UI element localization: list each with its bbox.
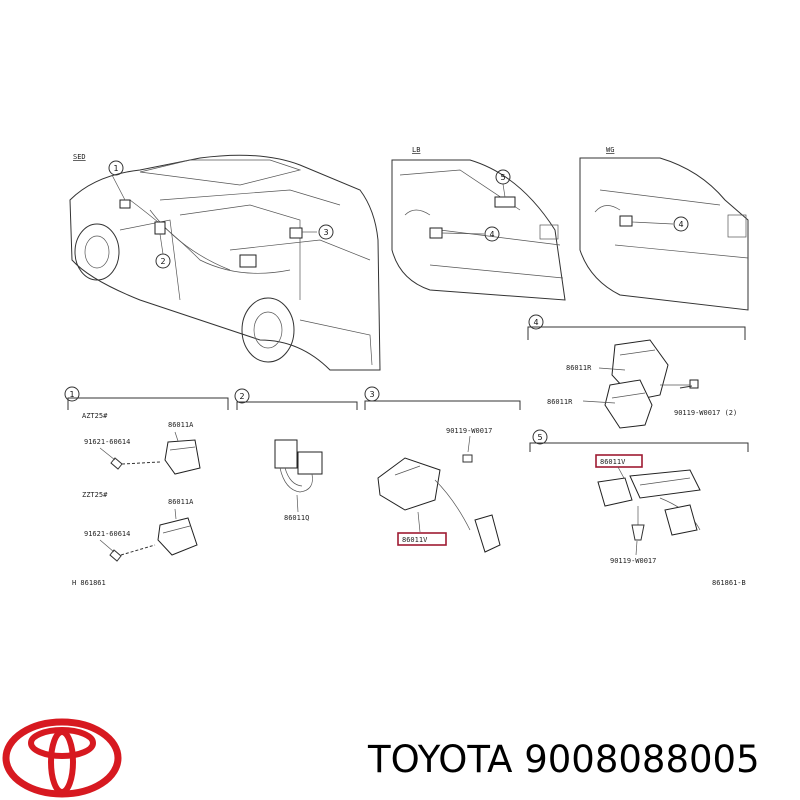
section-3: 3 90119-W0017 86011V — [364, 386, 521, 553]
section-5: 5 86011V 90119-W0017 861861-B — [529, 429, 749, 587]
liftback-view-label: LB — [412, 146, 420, 154]
wagon-car-illustration: WG 4 — [579, 146, 749, 311]
section-2: 2 86011Q — [234, 388, 358, 522]
section-4-part-bottom-label: 86011R — [547, 398, 573, 406]
toyota-logo — [2, 718, 122, 798]
section-2-callout: 2 — [240, 392, 245, 401]
section-3-bolt-label: 90119-W0017 — [446, 427, 492, 435]
wagon-view-label: WG — [606, 146, 614, 154]
footer-right-reference: 861861-B — [712, 579, 746, 587]
section-5-callout: 5 — [538, 433, 543, 442]
section-3-callout: 3 — [370, 390, 375, 399]
brand-part-number-caption: TOYOTA 9008088005 — [368, 738, 760, 781]
liftback-callout-5: 5 — [501, 173, 506, 182]
section-4-callout: 4 — [534, 318, 539, 327]
sedan-callout-1: 1 — [114, 164, 119, 173]
section-5-part-highlight — [595, 454, 643, 468]
sedan-callout-3: 3 — [324, 228, 329, 237]
liftback-car-illustration: LB 5 4 — [391, 146, 566, 301]
section-3-part-highlight — [397, 532, 447, 546]
section-4-part-top-label: 86011R — [566, 364, 592, 372]
section-1-bolt-b-label: 91621-60614 — [84, 530, 130, 538]
section-4: 4 86011R 86011R 90119-W0017 (2) — [527, 314, 746, 429]
section-3-part-label: 86011V — [402, 536, 428, 544]
section-5-bolt-label: 90119-W0017 — [610, 557, 656, 565]
section-1-part-b-label: 86011A — [168, 498, 194, 506]
section-1: 1 AZT25# 86011A 91621-60614 ZZT25# 86011… — [64, 386, 229, 587]
section-2-part-label: 86011Q — [284, 514, 309, 522]
footer-left-reference: H 861861 — [72, 579, 106, 587]
section-1-callout: 1 — [70, 390, 75, 399]
wagon-callout-4: 4 — [679, 220, 684, 229]
section-1-variant-a: AZT25# — [82, 412, 108, 420]
section-1-variant-b: ZZT25# — [82, 491, 108, 499]
section-4-bolt-label: 90119-W0017 (2) — [674, 409, 737, 417]
sedan-car-illustration: SED 1 3 2 — [69, 153, 381, 371]
section-1-part-a-label: 86011A — [168, 421, 194, 429]
sedan-callout-2: 2 — [161, 257, 166, 266]
section-1-bolt-a-label: 91621-60614 — [84, 438, 130, 446]
sedan-view-label: SED — [73, 153, 86, 161]
liftback-callout-4: 4 — [490, 230, 495, 239]
section-5-part-label: 86011V — [600, 458, 626, 466]
